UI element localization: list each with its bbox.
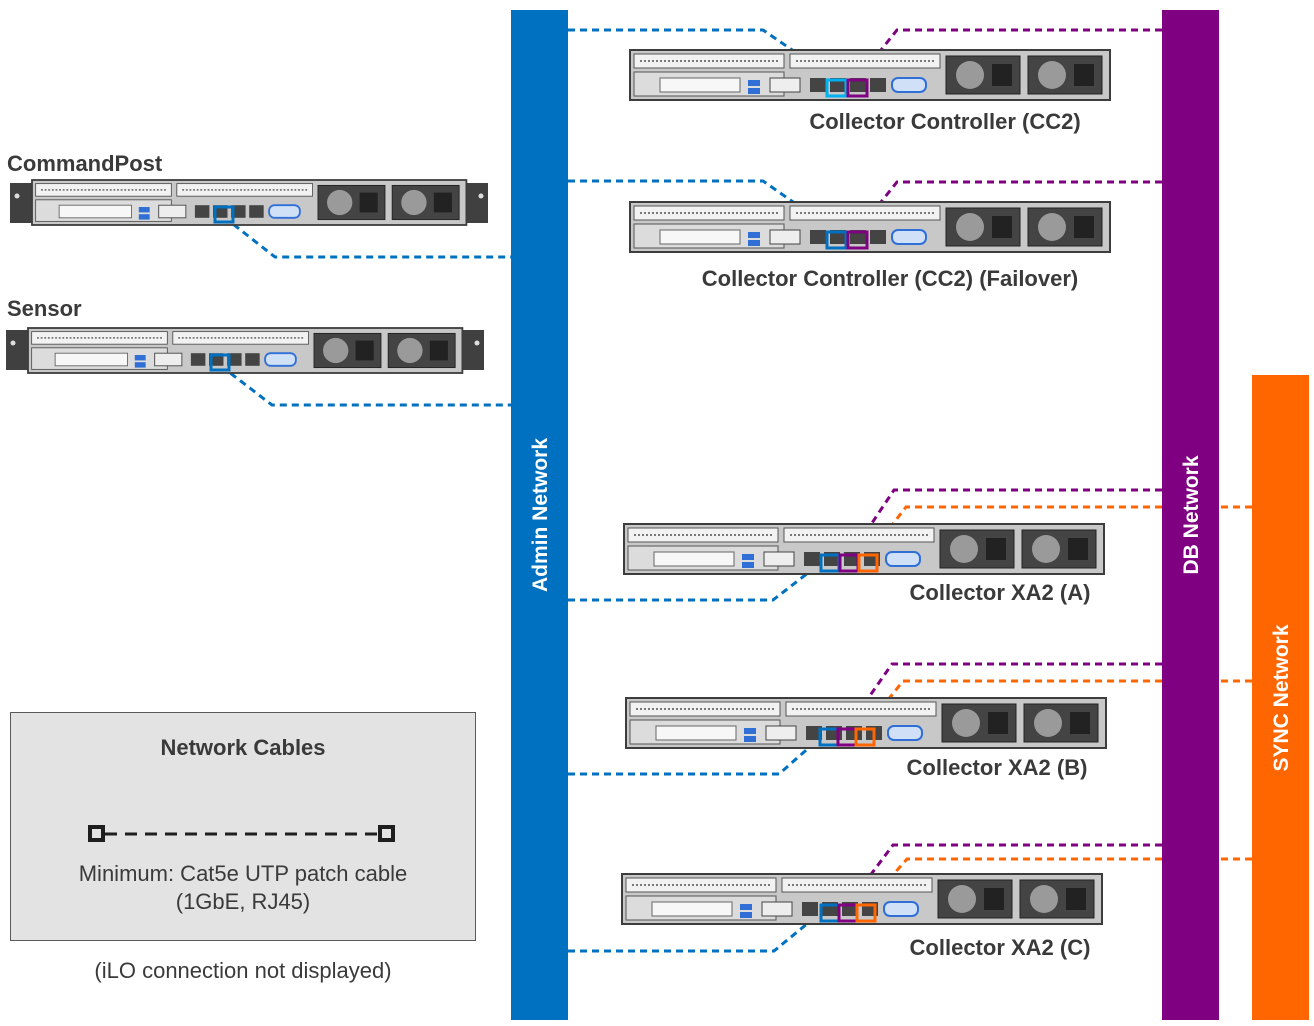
port-db <box>846 78 869 98</box>
port-admin <box>825 78 848 98</box>
server-xa2-c <box>621 873 1103 925</box>
cable-cc2-failover-db <box>855 180 1162 233</box>
ilo-note: (iLO connection not displayed) <box>94 958 392 983</box>
legend-title: Network Cables <box>160 735 326 760</box>
db-cables <box>844 28 1162 906</box>
db-network-bus <box>1162 10 1219 1020</box>
sync-network-bus <box>1252 375 1309 1020</box>
admin-network-bus <box>511 10 568 1020</box>
cable-sensor-admin <box>220 364 511 407</box>
label-sensor: Sensor <box>7 296 82 321</box>
label-cc2: Collector Controller (CC2) <box>809 109 1080 134</box>
legend-description: Minimum: Cat5e UTP patch cable (1GbE, RJ… <box>11 860 475 916</box>
cable-legend-icon <box>88 825 395 842</box>
cable-xa2a-db <box>848 488 1162 557</box>
rack-ear-right <box>462 330 484 370</box>
label-cc2-failover: Collector Controller (CC2) (Failover) <box>702 266 1078 291</box>
legend-line-1: Minimum: Cat5e UTP patch cable <box>78 861 408 886</box>
rack-ear-right <box>466 183 488 223</box>
server-cc2-failover <box>629 201 1111 253</box>
label-xa2-b: Collector XA2 (B) <box>907 755 1088 780</box>
db-network-label: DB Network <box>1180 455 1203 574</box>
server-xa2-a <box>623 523 1105 575</box>
port-sync <box>855 903 877 923</box>
port-admin <box>825 230 848 250</box>
server-sensor <box>6 327 484 374</box>
port-admin <box>213 205 235 224</box>
cable-commandpost-admin <box>223 215 511 259</box>
cable-xa2a-sync <box>866 505 1252 557</box>
label-xa2-a: Collector XA2 (A) <box>910 580 1091 605</box>
server-commandpost <box>10 179 488 226</box>
server-xa2-b <box>625 697 1107 749</box>
label-xa2-c: Collector XA2 (C) <box>910 935 1091 960</box>
rack-ear-left <box>6 330 28 370</box>
port-sync <box>857 553 879 573</box>
sync-network-label: SYNC Network <box>1270 624 1293 771</box>
cable-cc2-db <box>855 28 1162 81</box>
admin-network-label: Admin Network <box>529 438 552 592</box>
server-cc2 <box>629 49 1111 101</box>
legend-network-cables: Network Cables Minimum: Cat5e UTP patch … <box>10 712 476 941</box>
port-admin <box>209 353 231 372</box>
cable-xa2b-db <box>844 662 1162 731</box>
cable-xa2c-sync <box>864 857 1252 906</box>
label-commandpost: CommandPost <box>7 151 163 176</box>
rack-ear-left <box>10 183 32 223</box>
legend-line-2: (1GbE, RJ45) <box>175 889 311 914</box>
port-db <box>846 230 869 250</box>
port-sync <box>854 727 876 747</box>
